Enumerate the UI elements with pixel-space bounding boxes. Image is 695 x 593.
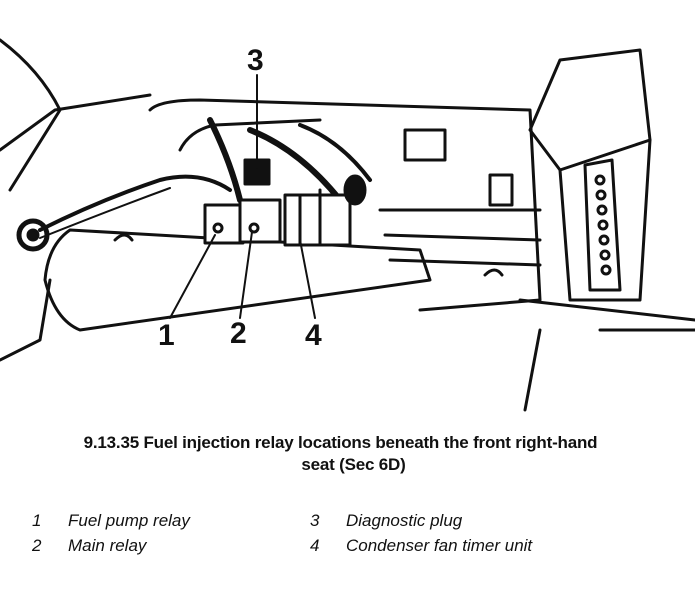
legend-number: 1: [32, 511, 42, 530]
caption-line-1: 9.13.35 Fuel injection relay locations b…: [83, 433, 598, 452]
floor-line: [518, 298, 695, 322]
legend-number: 4: [310, 536, 320, 555]
callout-2: 2: [230, 317, 247, 350]
plug-connector: [343, 174, 367, 206]
floor-edge-line: [0, 93, 152, 152]
adjuster-hole: [596, 204, 608, 216]
figure-caption: 9.13.35 Fuel injection relay locations b…: [0, 432, 695, 476]
legend-text: Diagnostic plug: [346, 511, 463, 530]
seat-base-edge: [0, 278, 52, 362]
callout-3: 3: [247, 44, 264, 77]
adjuster-hole: [600, 264, 612, 276]
adjuster-hole: [598, 234, 610, 246]
callout-1: 1: [158, 319, 175, 352]
legend-text: Fuel pump relay: [68, 511, 190, 530]
timer-unit-4-detail: [298, 188, 322, 247]
relay-2: [238, 198, 282, 244]
clip-mark: [483, 268, 504, 277]
leader-line-1: [169, 234, 216, 319]
wiring-loom: [178, 118, 322, 152]
legend-item: 2 Main relay: [32, 533, 190, 558]
caption-line-2: seat (Sec 6D): [301, 455, 406, 474]
legend-item: 1 Fuel pump relay: [32, 508, 190, 533]
floor-edge-line: [0, 38, 62, 192]
legend-number: 3: [310, 511, 320, 530]
legend-item: 3 Diagnostic plug: [310, 508, 532, 533]
wiring-loom: [207, 117, 243, 203]
legend-column-left: 1 Fuel pump relay 2 Main relay: [32, 508, 190, 558]
legend-text: Main relay: [68, 536, 147, 555]
seat-base-panel: [43, 228, 432, 332]
wiring-loom: [298, 123, 372, 182]
rail-slot: [488, 173, 514, 207]
seat-rail: [388, 258, 542, 267]
relay-location-illustration: 3 1 2 4: [0, 38, 695, 412]
seat-frame: [558, 138, 652, 302]
diagnostic-plug: [243, 158, 271, 186]
rail-slot: [403, 128, 447, 162]
grommet-inner: [26, 228, 40, 242]
callout-4: 4: [305, 319, 322, 352]
adjuster-hole: [594, 174, 606, 186]
harness-cable: [38, 174, 232, 232]
timer-unit-4: [283, 193, 352, 247]
adjuster-hole: [599, 249, 611, 261]
harness-cable: [39, 187, 171, 239]
relay-2-terminal: [248, 222, 260, 234]
clip-mark: [113, 233, 134, 242]
legend-item: 4 Condenser fan timer unit: [310, 533, 532, 558]
floor-panel: [148, 98, 542, 312]
floor-line: [523, 328, 542, 412]
adjuster-hole: [597, 219, 609, 231]
legend-text: Condenser fan timer unit: [346, 536, 533, 555]
leader-line-2: [239, 231, 253, 319]
legend-number: 2: [32, 536, 42, 555]
adjuster-hole: [595, 189, 607, 201]
relay-1: [203, 203, 245, 245]
relay-1-terminal: [212, 222, 224, 234]
seat-rail: [383, 233, 542, 242]
legend-column-right: 3 Diagnostic plug 4 Condenser fan timer …: [310, 508, 532, 558]
seat-frame-slot: [583, 158, 622, 292]
seat-frame: [528, 48, 652, 172]
leader-line-4: [299, 239, 316, 319]
wiring-loom: [247, 127, 343, 203]
